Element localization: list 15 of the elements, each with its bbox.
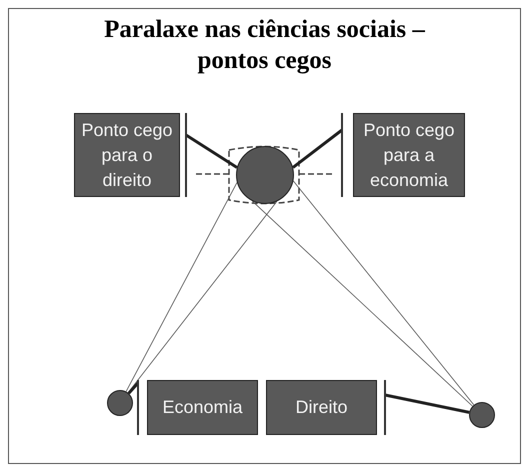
line-of-sight bbox=[292, 180, 474, 406]
sight-line bbox=[292, 128, 343, 169]
sight-line bbox=[128, 382, 140, 394]
box-label: Ponto cego para o direito bbox=[80, 118, 174, 192]
sight-line bbox=[185, 134, 238, 169]
line-of-sight bbox=[126, 182, 238, 392]
box-label: Direito bbox=[295, 396, 348, 419]
label-box bbox=[353, 113, 465, 197]
box-label: Ponto cego para a economia bbox=[362, 118, 456, 192]
line-of-sight bbox=[252, 200, 473, 407]
title: Paralaxe nas ciências sociais – pontos cegos bbox=[103, 15, 426, 76]
label-box bbox=[147, 380, 258, 435]
label-box bbox=[74, 113, 180, 197]
box-label: Economia bbox=[162, 396, 243, 419]
label-box bbox=[266, 380, 377, 435]
